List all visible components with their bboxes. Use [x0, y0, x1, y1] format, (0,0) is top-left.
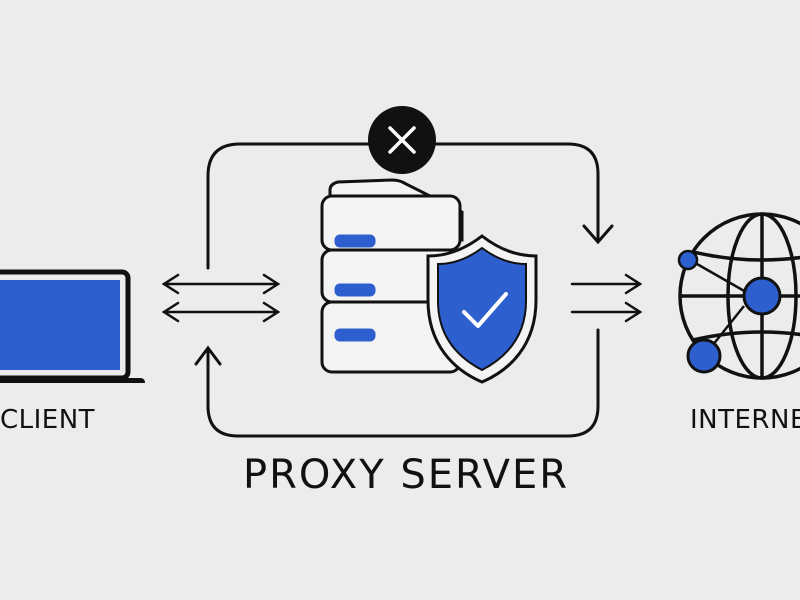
- diagram-title: PROXY SERVER: [242, 452, 570, 498]
- right-arrows-icon: [570, 273, 643, 323]
- server-stack-icon: [320, 178, 464, 374]
- bidirectional-arrows-icon: [161, 273, 281, 323]
- laptop-icon: [0, 269, 145, 383]
- client-label: CLIENT: [0, 405, 96, 435]
- close-x-icon: [368, 106, 436, 174]
- internet-label: INTERNET: [690, 405, 800, 435]
- shield-check-icon: [426, 234, 538, 384]
- loop-path: [194, 142, 614, 438]
- globe-icon: [677, 212, 800, 380]
